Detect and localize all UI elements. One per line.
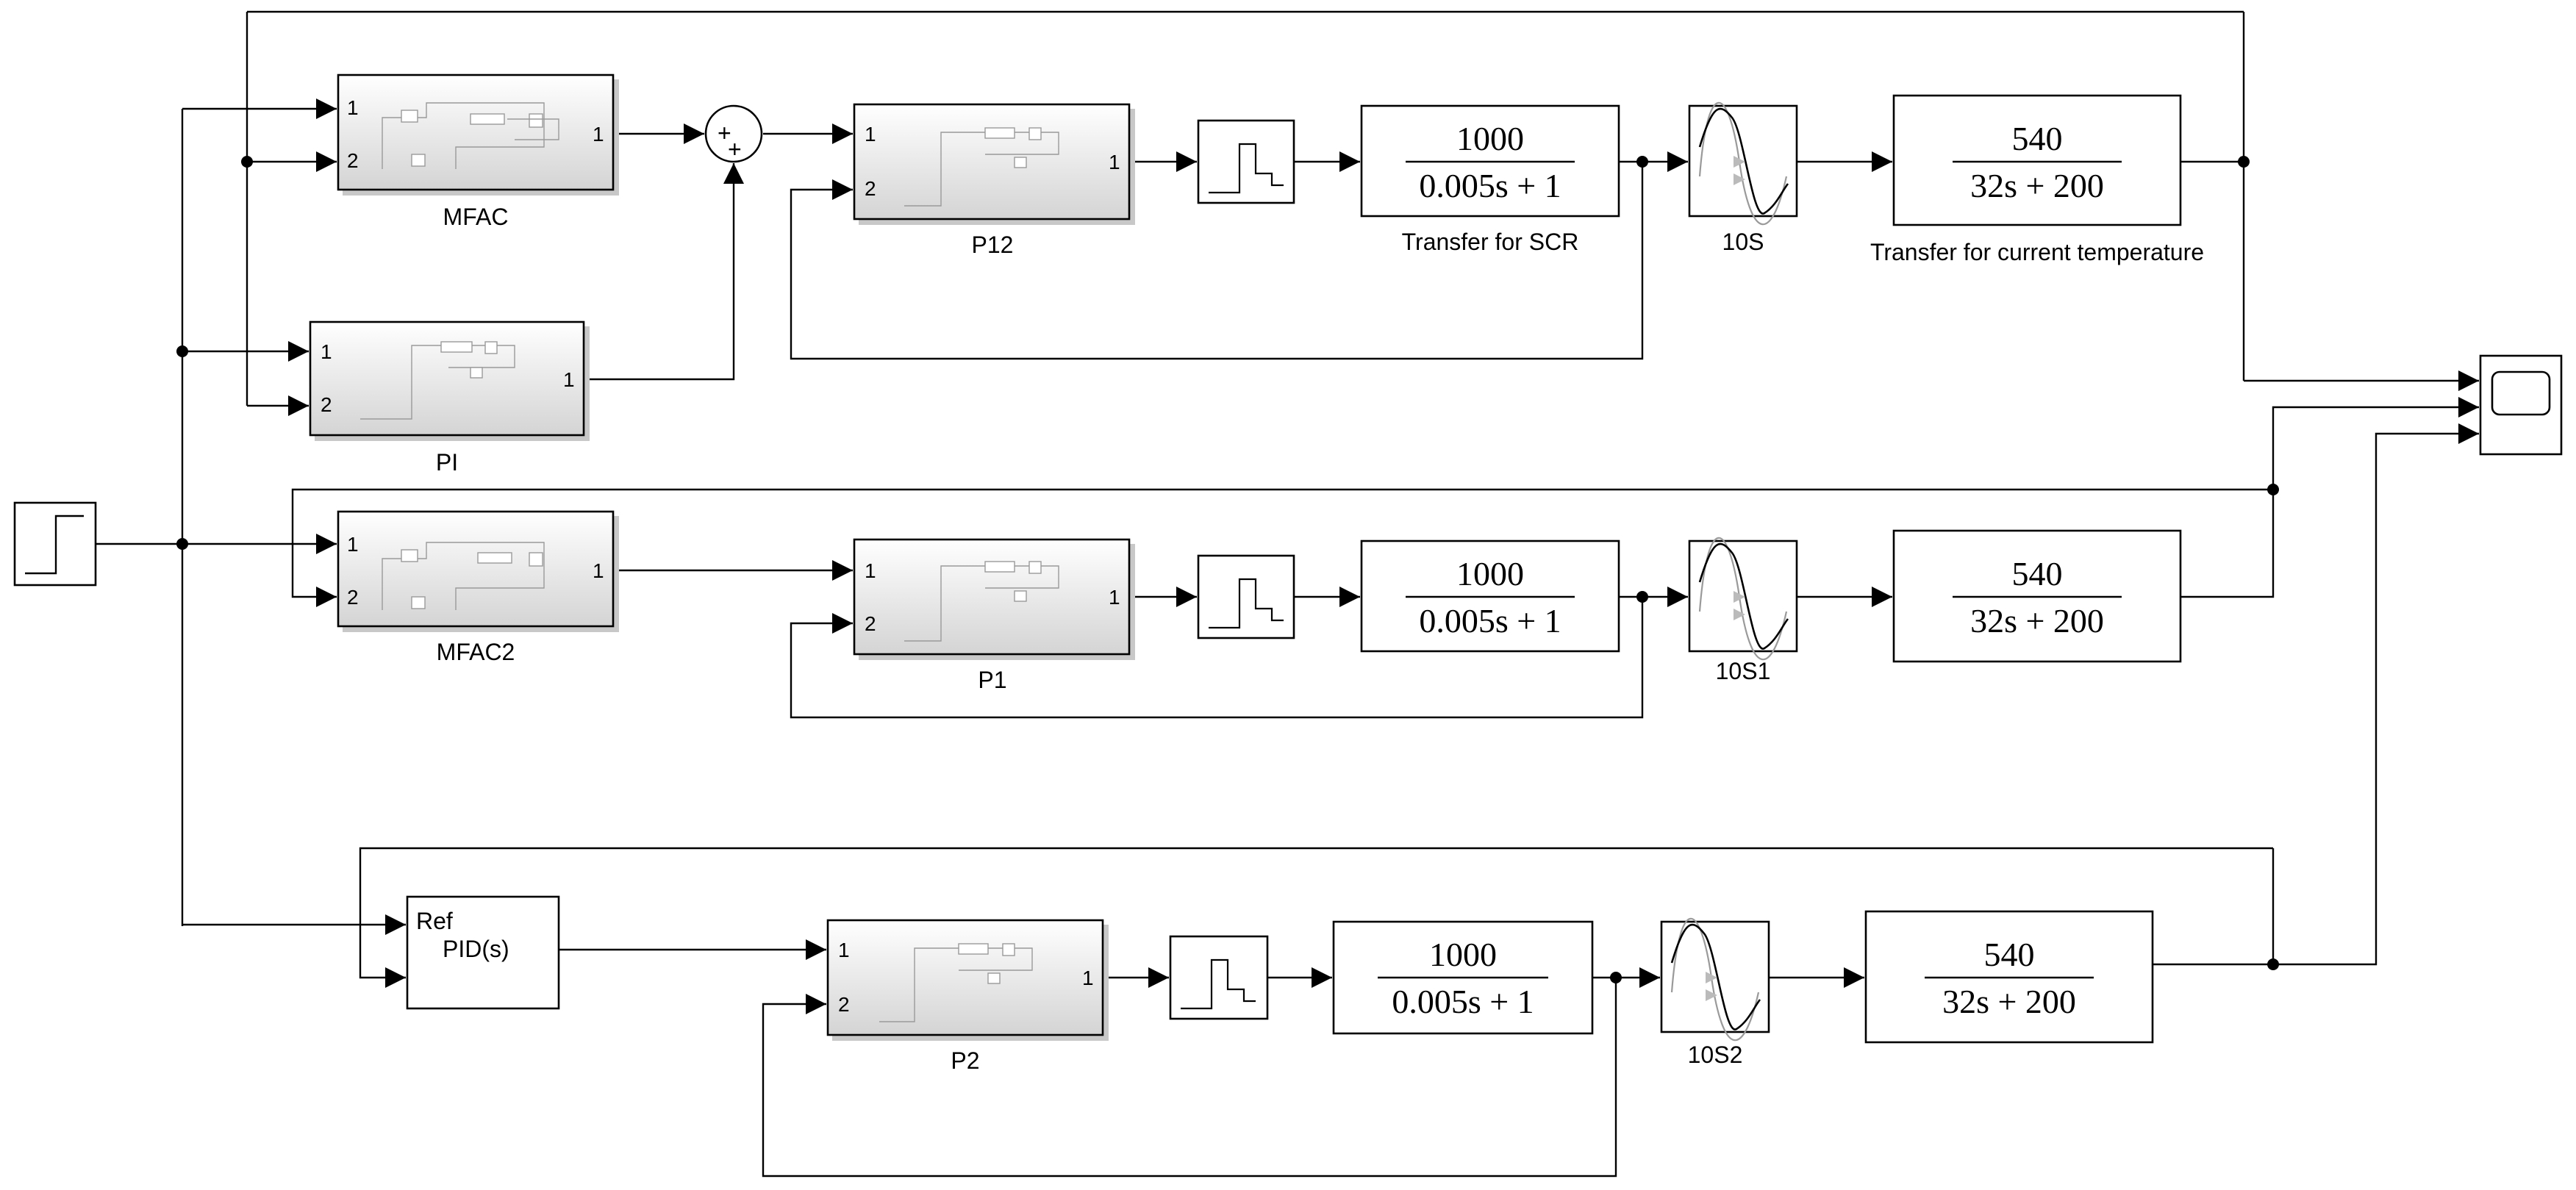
- mfac-label: MFAC: [443, 204, 509, 230]
- mfac2-label: MFAC2: [437, 639, 515, 665]
- subsystem-preview-icon: [360, 341, 515, 420]
- transport-delay-2[interactable]: 10S1: [1688, 537, 1798, 684]
- sum-sign-1: +: [718, 120, 731, 146]
- zero-order-hold-1[interactable]: [1197, 119, 1295, 204]
- p2-input-port-2: 2: [838, 993, 850, 1016]
- step-source-icon: [25, 515, 84, 575]
- mfac-input-port-2: 2: [347, 149, 359, 172]
- zero-order-hold-2[interactable]: [1197, 554, 1295, 639]
- pi-input-port-1: 1: [321, 340, 332, 363]
- tf-temp-1-numerator: 540: [2012, 120, 2063, 157]
- p1-input-port-1: 1: [865, 559, 876, 582]
- step-source-block[interactable]: [13, 501, 97, 587]
- junction-dots: [176, 156, 2279, 983]
- transport-delay-icon: [1698, 537, 1789, 661]
- p1-subsystem[interactable]: 1 2 1 P1: [853, 538, 1135, 693]
- pi-input-port-2: 2: [321, 393, 332, 416]
- p2-output-port-1: 1: [1082, 967, 1094, 989]
- transport-delay-3[interactable]: 10S2: [1660, 917, 1770, 1068]
- p2-label: P2: [951, 1047, 979, 1074]
- mfac2-output-port-1: 1: [593, 559, 604, 582]
- pi-output-port-1: 1: [563, 368, 575, 391]
- tf-temp-2-numerator: 540: [2012, 555, 2063, 592]
- tf-scr-1-label: Transfer for SCR: [1402, 229, 1579, 255]
- signal-lines: [96, 10, 2479, 1178]
- p1-input-port-2: 2: [865, 612, 876, 635]
- pid-ref-port-label: Ref: [416, 908, 453, 934]
- p12-label: P12: [972, 232, 1014, 258]
- sum-sign-2: +: [728, 136, 742, 162]
- transport-delay-icon: [1670, 917, 1761, 1042]
- p12-input-port-2: 2: [865, 177, 876, 200]
- tf-temp-1[interactable]: 540 32s + 200 Transfer for current tempe…: [1870, 94, 2204, 265]
- tf-scr-1-numerator: 1000: [1456, 120, 1524, 157]
- tf-scr-3-numerator: 1000: [1429, 936, 1497, 973]
- tf-scr-3-denominator: 0.005s + 1: [1392, 983, 1534, 1020]
- pid-controller-block[interactable]: Ref PID(s): [406, 895, 560, 1010]
- transport-delay-2-label: 10S1: [1716, 658, 1771, 684]
- subsystem-preview-icon: [904, 561, 1059, 642]
- transport-delay-icon: [1698, 101, 1789, 226]
- p12-input-port-1: 1: [865, 123, 876, 146]
- transport-delay-1[interactable]: 10S: [1688, 101, 1798, 255]
- p1-output-port-1: 1: [1109, 586, 1120, 609]
- pid-name: PID(s): [443, 936, 509, 962]
- mfac-output-port-1: 1: [593, 123, 604, 146]
- sum-block[interactable]: + +: [704, 104, 763, 163]
- tf-scr-1[interactable]: 1000 0.005s + 1 Transfer for SCR: [1360, 104, 1620, 255]
- tf-temp-2-denominator: 32s + 200: [1970, 602, 2104, 639]
- tf-scr-2-numerator: 1000: [1456, 555, 1524, 592]
- mfac2-subsystem[interactable]: 1 2 1 MFAC2: [337, 510, 619, 665]
- scope-icon: [2491, 370, 2551, 416]
- zero-order-hold-3[interactable]: [1169, 935, 1269, 1020]
- subsystem-preview-icon: [904, 127, 1059, 207]
- tf-scr-3[interactable]: 1000 0.005s + 1: [1332, 920, 1594, 1035]
- zero-order-hold-icon: [1209, 578, 1284, 629]
- tf-temp-3[interactable]: 540 32s + 200: [1864, 910, 2154, 1044]
- p12-output-port-1: 1: [1109, 151, 1120, 173]
- tf-temp-3-numerator: 540: [1984, 936, 2035, 973]
- subsystem-preview-icon: [879, 943, 1033, 1022]
- scope-block[interactable]: [2479, 354, 2563, 456]
- mfac-subsystem[interactable]: 1 2 1 MFAC: [337, 74, 619, 230]
- tf-scr-1-denominator: 0.005s + 1: [1419, 167, 1561, 204]
- zero-order-hold-icon: [1181, 958, 1256, 1010]
- subsystem-preview-icon: [382, 102, 559, 169]
- tf-scr-2[interactable]: 1000 0.005s + 1: [1360, 540, 1620, 653]
- zero-order-hold-icon: [1209, 143, 1284, 194]
- subsystem-preview-icon: [382, 542, 545, 610]
- tf-scr-2-denominator: 0.005s + 1: [1419, 602, 1561, 639]
- sum-icon: [704, 104, 763, 163]
- mfac2-input-port-2: 2: [347, 586, 359, 609]
- p1-label: P1: [978, 667, 1006, 693]
- pi-label: PI: [436, 449, 458, 476]
- transport-delay-1-label: 10S: [1722, 229, 1764, 255]
- tf-temp-3-denominator: 32s + 200: [1942, 983, 2076, 1020]
- tf-temp-2[interactable]: 540 32s + 200: [1892, 529, 2182, 663]
- p2-input-port-1: 1: [838, 939, 850, 961]
- tf-temp-1-label: Transfer for current temperature: [1870, 239, 2204, 265]
- transport-delay-3-label: 10S2: [1688, 1042, 1743, 1068]
- mfac-input-port-1: 1: [347, 96, 359, 119]
- tf-temp-1-denominator: 32s + 200: [1970, 167, 2104, 204]
- pi-subsystem[interactable]: 1 2 1 PI: [309, 320, 590, 476]
- p2-subsystem[interactable]: 1 2 1 P2: [826, 919, 1109, 1074]
- mfac2-input-port-1: 1: [347, 533, 359, 556]
- p12-subsystem[interactable]: 1 2 1 P12: [853, 103, 1135, 258]
